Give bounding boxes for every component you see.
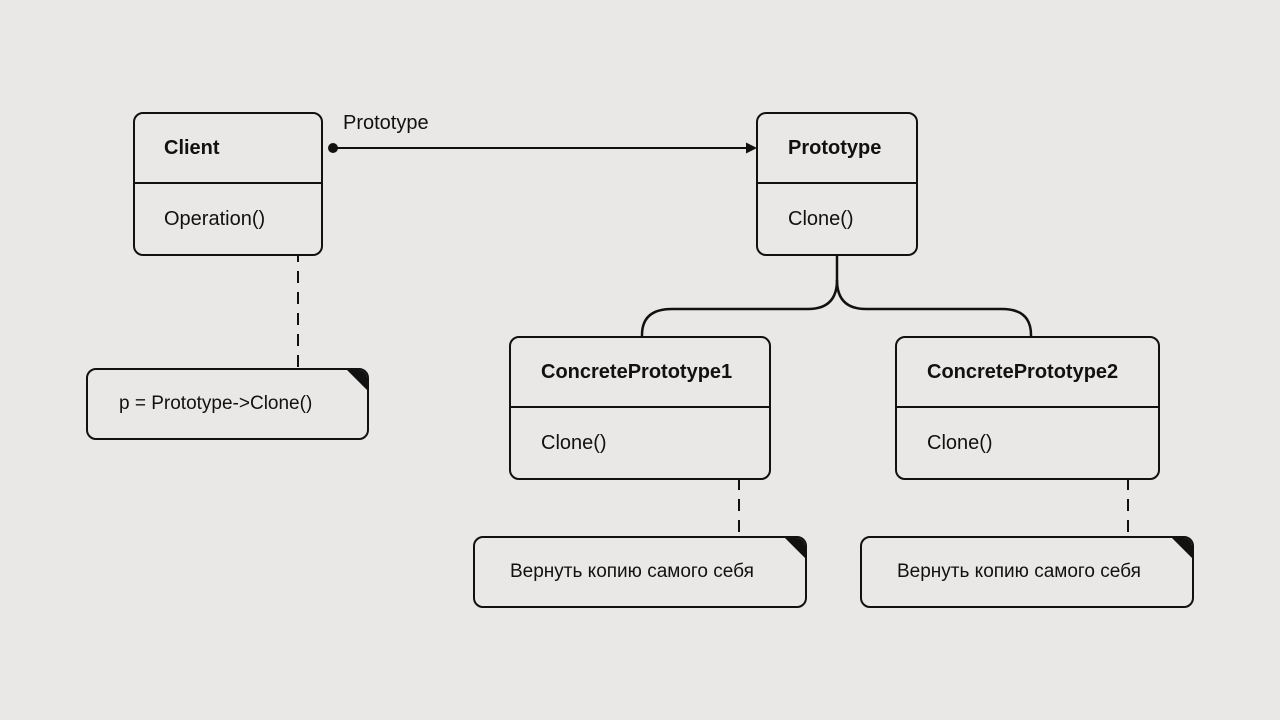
class-client-name: Client	[135, 114, 321, 184]
class-concrete2-method: Clone()	[927, 431, 993, 454]
note-fold-corner	[1171, 538, 1192, 559]
note-fold-corner	[784, 538, 805, 559]
association-label: Prototype	[343, 112, 429, 134]
inheritance-line-concrete1	[640, 255, 839, 338]
association-arrowhead	[746, 142, 757, 154]
class-prototype-method: Clone()	[788, 207, 854, 230]
class-prototype: Prototype Clone()	[756, 112, 918, 256]
note-client: p = Prototype->Clone()	[86, 368, 369, 440]
class-concrete1-name: ConcretePrototype1	[511, 338, 769, 408]
note-fold-corner	[346, 370, 367, 391]
class-prototype-name: Prototype	[758, 114, 916, 184]
class-concrete2-name: ConcretePrototype2	[897, 338, 1158, 408]
class-client-method: Operation()	[164, 207, 266, 230]
class-concrete1-method: Clone()	[541, 431, 607, 454]
class-concrete-prototype-2: ConcretePrototype2 Clone()	[895, 336, 1160, 480]
class-concrete-prototype-1: ConcretePrototype1 Clone()	[509, 336, 771, 480]
note-concrete1: Вернуть копию самого себя	[473, 536, 807, 608]
inheritance-line-concrete2	[835, 279, 1033, 338]
note-concrete1-text: Вернуть копию самого себя	[510, 561, 754, 582]
class-client: Client Operation()	[133, 112, 323, 256]
note-concrete2: Вернуть копию самого себя	[860, 536, 1194, 608]
note-client-text: p = Prototype->Clone()	[119, 393, 313, 414]
note-concrete2-text: Вернуть копию самого себя	[897, 561, 1141, 582]
